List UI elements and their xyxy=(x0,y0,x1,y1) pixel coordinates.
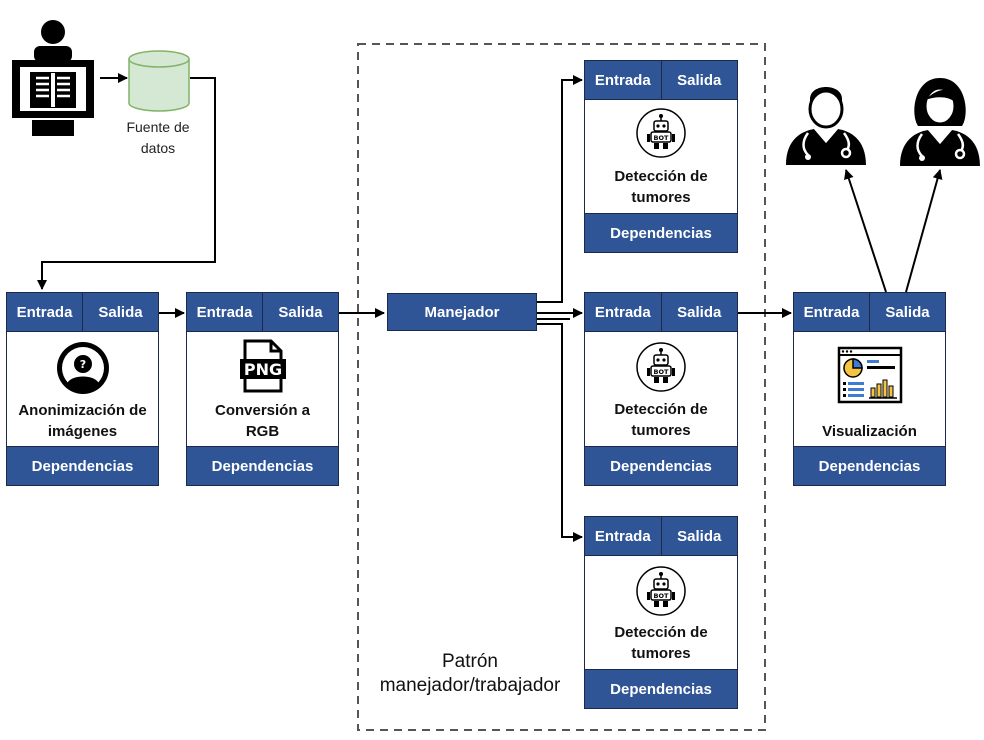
input-port: Entrada xyxy=(794,293,869,331)
input-port: Entrada xyxy=(187,293,262,331)
svg-text:BOT: BOT xyxy=(654,134,669,142)
pattern-caption: Patrón manejador/trabajador xyxy=(379,651,561,696)
tumor-detection-label: Detección de tumores xyxy=(614,401,708,439)
output-port: Salida xyxy=(660,517,737,555)
visualization-label: Visualización xyxy=(822,423,917,440)
anonymization-label: Anonimización de imágenes xyxy=(18,402,147,440)
manager-node: Manejador xyxy=(387,293,537,331)
dependencies-bar: Dependencias xyxy=(794,446,945,485)
tumor-detection-label: Detección de tumores xyxy=(614,168,708,206)
input-port: Entrada xyxy=(7,293,82,331)
input-port: Entrada xyxy=(585,61,661,99)
input-port: Entrada xyxy=(585,293,661,331)
male-doctor-icon xyxy=(786,87,866,165)
svg-text:BOT: BOT xyxy=(654,592,669,600)
output-port: Salida xyxy=(262,293,338,331)
dependencies-bar: Dependencias xyxy=(7,446,158,485)
rgb-conversion-label: Conversión a RGB xyxy=(214,402,311,440)
output-port: Salida xyxy=(82,293,158,331)
svg-text:?: ? xyxy=(79,358,85,371)
robot-icon: BOT xyxy=(636,342,686,392)
arrow-vis-to-doctor-female xyxy=(905,169,943,293)
dashboard-icon xyxy=(837,346,902,404)
dependencies-bar: Dependencias xyxy=(585,213,737,252)
database-icon xyxy=(128,50,190,112)
output-port: Salida xyxy=(660,61,737,99)
pattern-frame xyxy=(357,43,766,731)
anonymous-user-icon: ? xyxy=(56,342,109,394)
dependencies-bar: Dependencias xyxy=(585,669,737,708)
female-doctor-icon xyxy=(900,78,980,166)
robot-icon: BOT xyxy=(636,566,686,616)
dependencies-bar: Dependencias xyxy=(585,446,737,485)
robot-icon: BOT xyxy=(636,108,686,158)
svg-text:BOT: BOT xyxy=(654,368,669,376)
png-file-icon: PNG xyxy=(239,339,286,393)
input-port: Entrada xyxy=(585,517,661,555)
xray-patient-icon xyxy=(12,20,94,136)
dependencies-bar: Dependencias xyxy=(187,446,338,485)
output-port: Salida xyxy=(869,293,945,331)
tumor-detection-label: Detección de tumores xyxy=(614,624,708,662)
svg-text:PNG: PNG xyxy=(243,360,281,379)
arrow-manager-to-det3 xyxy=(537,323,583,542)
output-port: Salida xyxy=(660,293,737,331)
arrow-manager-to-det1 xyxy=(537,75,583,303)
arrow-vis-to-doctor-male xyxy=(844,169,887,293)
arrow-source-to-anon xyxy=(37,77,216,290)
source-label: Fuente de datos xyxy=(126,119,190,156)
